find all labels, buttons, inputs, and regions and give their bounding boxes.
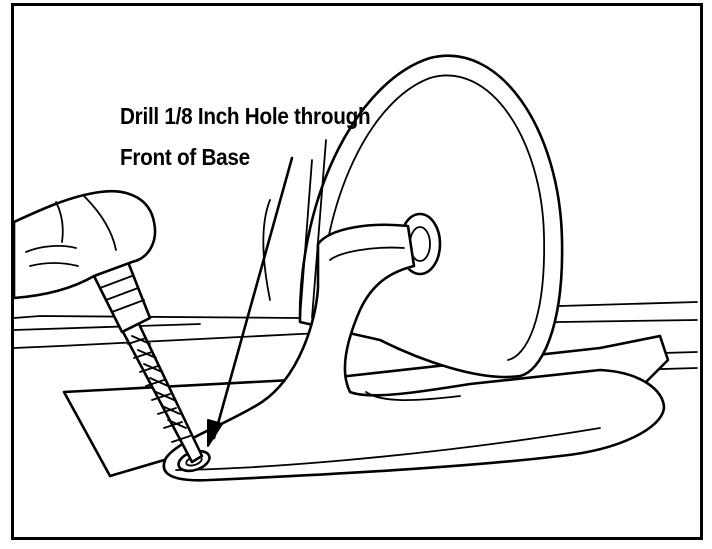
callout-label-line-1: Drill 1/8 Inch Hole through: [120, 103, 371, 129]
callout-label-line-2: Front of Base: [120, 144, 250, 170]
callout-arrow: [207, 156, 294, 447]
hand-drill: [12, 189, 157, 334]
